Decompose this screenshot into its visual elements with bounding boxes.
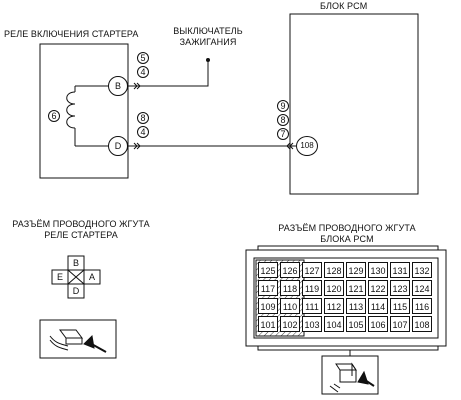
- note-4-upper: 4: [137, 66, 149, 78]
- pcm-pin-114: 114: [368, 298, 388, 314]
- pcm-pin-132: 132: [412, 262, 432, 278]
- note-8-lower: 8: [137, 112, 149, 124]
- pcm-pin-118: 118: [280, 280, 300, 296]
- pcm-block-title: БЛОК PCM: [320, 1, 368, 11]
- relay-harness-title-line2: РЕЛЕ СТАРТЕРА: [44, 230, 118, 240]
- pcm-pin-103: 103: [302, 316, 322, 332]
- terminal-b: B: [108, 76, 128, 96]
- pcm-pin-127: 127: [302, 262, 322, 278]
- pcm-pin-110: 110: [280, 298, 300, 314]
- relay-pin-a: A: [88, 272, 96, 282]
- pcm-pin-124: 124: [412, 280, 432, 296]
- note-6-coil: 6: [48, 110, 60, 122]
- pcm-pin-104: 104: [324, 316, 344, 332]
- pcm-pin-115: 115: [390, 298, 410, 314]
- pcm-pin-109: 109: [258, 298, 278, 314]
- relay-harness-title-line1: РАЗЪЁМ ПРОВОДНОГО ЖГУТА: [12, 219, 150, 229]
- pcm-pin-101: 101: [258, 316, 278, 332]
- starter-relay-box: [39, 43, 129, 179]
- note-8-pcm: 8: [277, 114, 289, 126]
- pcm-pin-120: 120: [324, 280, 344, 296]
- pcm-terminal-108: 108: [296, 136, 318, 156]
- note-5: 5: [137, 52, 149, 64]
- pcm-pin-111: 111: [302, 298, 322, 314]
- pcm-pin-121: 121: [346, 280, 366, 296]
- note-9-pcm: 9: [277, 100, 289, 112]
- pcm-pin-108: 108: [412, 316, 432, 332]
- pcm-pin-102: 102: [280, 316, 300, 332]
- relay-connector-icon: [39, 319, 117, 359]
- relay-coil: [66, 85, 113, 147]
- starter-relay-title: РЕЛЕ ВКЛЮЧЕНИЯ СТАРТЕРА: [4, 29, 139, 39]
- pcm-pin-122: 122: [368, 280, 388, 296]
- ignition-switch-node: [206, 58, 210, 62]
- pcm-pin-106: 106: [368, 316, 388, 332]
- pcm-pin-117: 117: [258, 280, 278, 296]
- wire-to-pcm: [126, 142, 296, 150]
- pcm-pin-128: 128: [324, 262, 344, 278]
- ignition-switch-label-line2: ЗАЖИГАНИЯ: [179, 37, 237, 47]
- pcm-pin-125: 125: [258, 262, 278, 278]
- pcm-connector-icon: [321, 355, 379, 395]
- pcm-box: [289, 13, 419, 195]
- pcm-pin-126: 126: [280, 262, 300, 278]
- ignition-switch-label-line1: ВЫКЛЮЧАТЕЛЬ: [173, 26, 243, 36]
- pcm-harness-title-line2: БЛОКА PCM: [320, 234, 374, 244]
- terminal-d: D: [108, 136, 128, 156]
- pcm-pin-119: 119: [302, 280, 322, 296]
- pcm-pin-123: 123: [390, 280, 410, 296]
- pcm-harness-title-line1: РАЗЪЁМ ПРОВОДНОГО ЖГУТА: [278, 223, 416, 233]
- pcm-connector-housing: [245, 245, 447, 351]
- pcm-pin-107: 107: [390, 316, 410, 332]
- relay-pin-b: B: [72, 258, 80, 268]
- relay-pin-e: E: [56, 272, 64, 282]
- note-4-lower: 4: [137, 126, 149, 138]
- relay-pin-d: D: [72, 286, 80, 296]
- pcm-pin-105: 105: [346, 316, 366, 332]
- wire-to-ignition: [126, 62, 209, 90]
- pcm-pin-116: 116: [412, 298, 432, 314]
- pcm-pin-130: 130: [368, 262, 388, 278]
- pcm-pin-129: 129: [346, 262, 366, 278]
- pcm-pin-112: 112: [324, 298, 344, 314]
- note-7-pcm: 7: [277, 128, 289, 140]
- relay-connector-shape: [51, 255, 101, 299]
- pcm-pin-131: 131: [390, 262, 410, 278]
- pcm-pin-113: 113: [346, 298, 366, 314]
